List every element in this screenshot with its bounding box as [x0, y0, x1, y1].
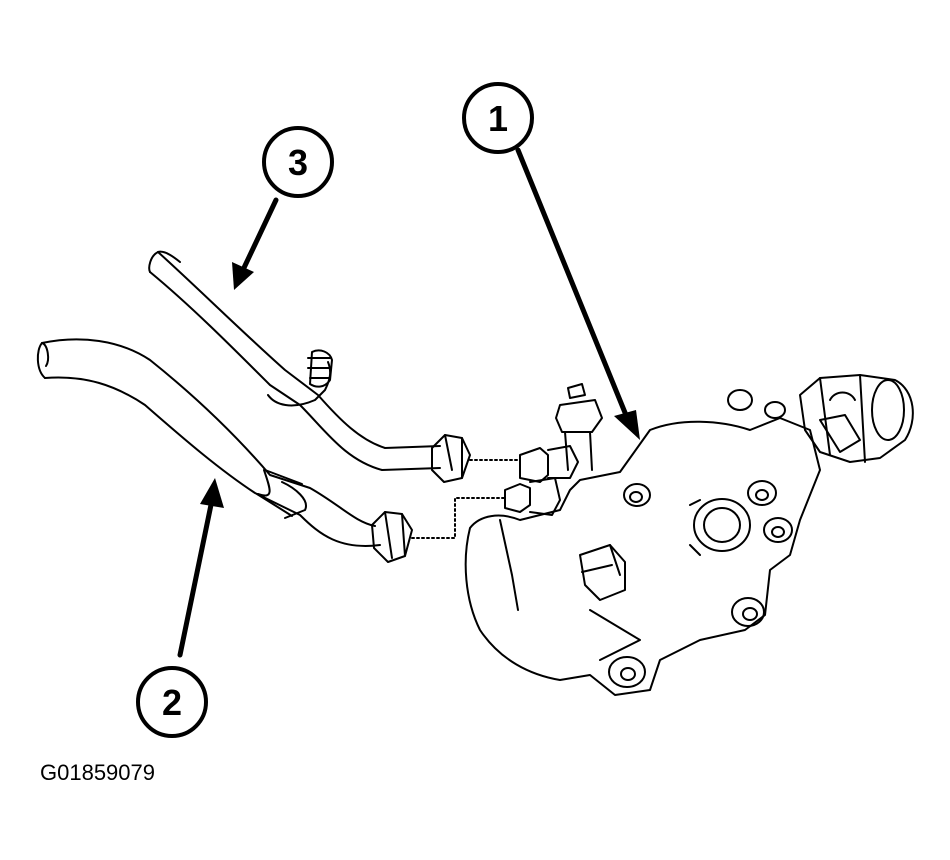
- figure-id: G01859079: [40, 760, 155, 785]
- callout-2: 2: [136, 666, 208, 738]
- valve-housing: [464, 374, 914, 696]
- upper-hose: [148, 250, 441, 471]
- lower-hose: [36, 338, 381, 547]
- callout-1-label: 1: [488, 98, 508, 139]
- hose-sleeve: [257, 469, 307, 519]
- lower-hose-fitting: [371, 511, 413, 563]
- arrowhead-1: [614, 410, 640, 440]
- upper-hose-fitting: [431, 434, 471, 483]
- callout-3: 3: [262, 126, 334, 198]
- leader-arrows: [177, 147, 631, 658]
- arrowhead-3: [232, 262, 254, 290]
- arrowhead-2: [200, 478, 224, 508]
- callout-1: 1: [462, 82, 534, 154]
- callout-3-label: 3: [288, 142, 308, 183]
- callout-2-label: 2: [162, 682, 182, 723]
